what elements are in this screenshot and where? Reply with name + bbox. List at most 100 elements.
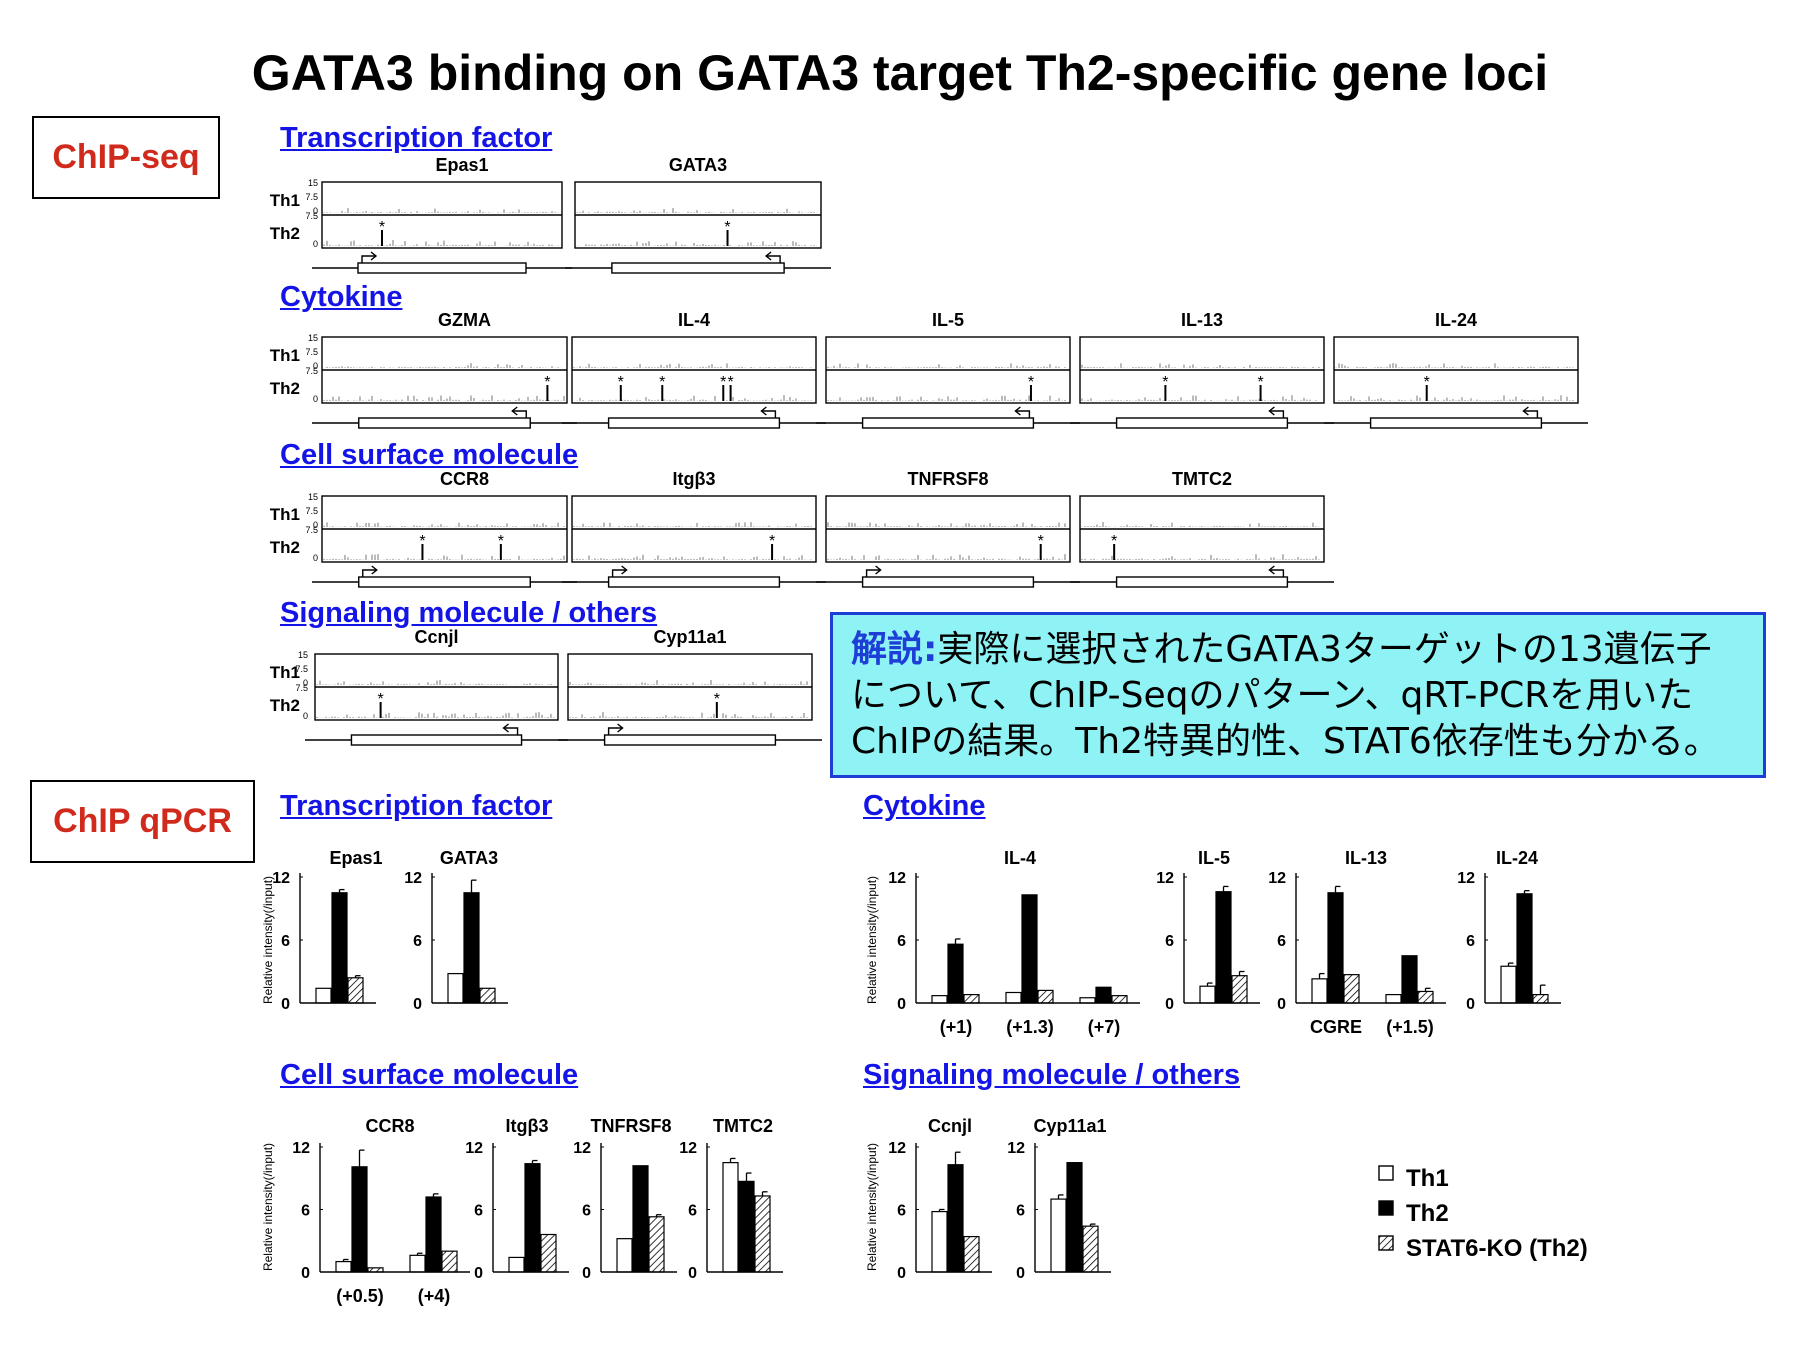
y-tick-label: 0 [1016, 1265, 1025, 1282]
y-tick-label: 12 [888, 1140, 906, 1157]
note-body: 実際に選択されたGATA3ターゲットの13遺伝子について、ChIP-Seqのパタ… [851, 629, 1720, 762]
bar [347, 977, 364, 1004]
bar [524, 1163, 541, 1273]
track-tick-label: 0 [313, 394, 318, 404]
tss-arrow-head [621, 565, 628, 575]
y-tick-label: 0 [301, 1265, 310, 1282]
y-tick-label: 12 [1007, 1140, 1025, 1157]
peak-asterisk: * [544, 374, 550, 391]
y-tick-label: 0 [582, 1265, 591, 1282]
bar [1401, 955, 1418, 1004]
track-tick-label: 0 [303, 711, 308, 721]
track-tick-label: 0 [313, 553, 318, 563]
bar [947, 943, 964, 1004]
peak-asterisk: * [724, 219, 730, 236]
group-label: CGRE [1310, 1017, 1362, 1037]
bar [447, 972, 464, 1004]
track-tick-label: 0 [313, 239, 318, 249]
gene-body [358, 417, 531, 429]
gene-body [607, 417, 781, 429]
bar [1343, 974, 1360, 1004]
th2-signal [1081, 554, 1320, 560]
peak-asterisk: * [377, 691, 383, 708]
y-tick-label: 0 [688, 1265, 697, 1282]
bar [931, 995, 948, 1004]
bar [1327, 892, 1344, 1004]
th2-signal [316, 712, 555, 718]
th1-signal [827, 522, 1066, 527]
track-tick-label: 0 [313, 206, 318, 216]
chipseq-panel: Ccnjl* [305, 627, 568, 746]
tss-arrow [607, 727, 623, 735]
tss-arrow-head [1014, 406, 1021, 416]
th1-signal [323, 522, 565, 527]
page-title: GATA3 binding on GATA3 target Th2-specif… [251, 45, 1549, 101]
group-label: (+7) [1088, 1017, 1121, 1037]
tss-arrow [362, 569, 377, 577]
gene-label: GZMA [438, 310, 491, 330]
qpcr-section-transcription-factor[interactable]: Transcription factor [280, 790, 553, 822]
y-tick-label: 0 [1277, 996, 1286, 1013]
qpcr-section-cell-surface[interactable]: Cell surface molecule [280, 1059, 579, 1091]
tss-arrow-head [764, 251, 772, 261]
gene-body [350, 734, 523, 746]
chipseq-tracks: Th1Th2157.507.50Th1Th2157.507.50Th1Th215… [270, 155, 1588, 746]
bar [1500, 965, 1517, 1004]
bar [722, 1162, 739, 1273]
seq-section-transcription-factor[interactable]: Transcription factor [280, 122, 553, 154]
chart-title: IL-24 [1496, 848, 1538, 868]
qpcr-section-signaling[interactable]: Signaling molecule / others [863, 1059, 1241, 1091]
tss-arrow [865, 569, 881, 577]
th1-track-label: Th1 [270, 346, 300, 365]
th1-signal [1335, 363, 1574, 368]
gene-label: Cyp11a1 [653, 627, 726, 647]
peak-asterisk: * [1424, 374, 1430, 391]
bar [754, 1195, 771, 1273]
gene-label: IL-5 [932, 310, 964, 330]
y-tick-label: 0 [474, 1265, 483, 1282]
tss-arrow-head [875, 565, 882, 575]
peak-asterisk: * [720, 374, 726, 391]
y-tick-label: 6 [1165, 933, 1174, 950]
th2-signal [573, 554, 812, 560]
y-tick-label: 12 [404, 870, 422, 887]
gene-label: IL-4 [678, 310, 710, 330]
bar [1021, 894, 1038, 1004]
chart-title: IL-5 [1198, 848, 1230, 868]
th1-signal [323, 363, 565, 368]
th2-signal [573, 395, 812, 401]
th1-signal [569, 680, 808, 685]
th1-signal [827, 363, 1066, 368]
legend-swatch [1378, 1200, 1394, 1216]
y-tick-label: 6 [582, 1203, 591, 1220]
bar [1066, 1162, 1083, 1273]
qpcr-section-cytokine[interactable]: Cytokine [863, 790, 986, 822]
peak-asterisk: * [727, 374, 733, 391]
y-tick-label: 0 [413, 996, 422, 1013]
bar [508, 1256, 525, 1273]
bar [409, 1254, 426, 1273]
chipseq-panel: TNFRSF8* [816, 469, 1080, 588]
tss-arrow-head [1268, 406, 1275, 416]
th1-track-label: Th1 [270, 505, 300, 524]
y-tick-label: 6 [897, 933, 906, 950]
track-tick-label: 15 [308, 333, 318, 343]
th1-signal [573, 522, 812, 527]
bar [1231, 975, 1248, 1004]
gene-label: TMTC2 [1172, 469, 1232, 489]
track-tick-label: 15 [308, 178, 318, 188]
legend-label: Th1 [1406, 1165, 1449, 1192]
qpcr-charts: Epas10612GATA30612IL-40612(+1)(+1.3)(+7)… [261, 848, 1561, 1306]
legend-swatch [1378, 1235, 1394, 1251]
seq-section-cell-surface[interactable]: Cell surface molecule [280, 439, 579, 471]
tss-arrow [1015, 410, 1031, 418]
seq-section-cytokine[interactable]: Cytokine [280, 281, 403, 313]
seq-section-signaling[interactable]: Signaling molecule / others [280, 597, 658, 629]
y-tick-label: 12 [1457, 870, 1475, 887]
